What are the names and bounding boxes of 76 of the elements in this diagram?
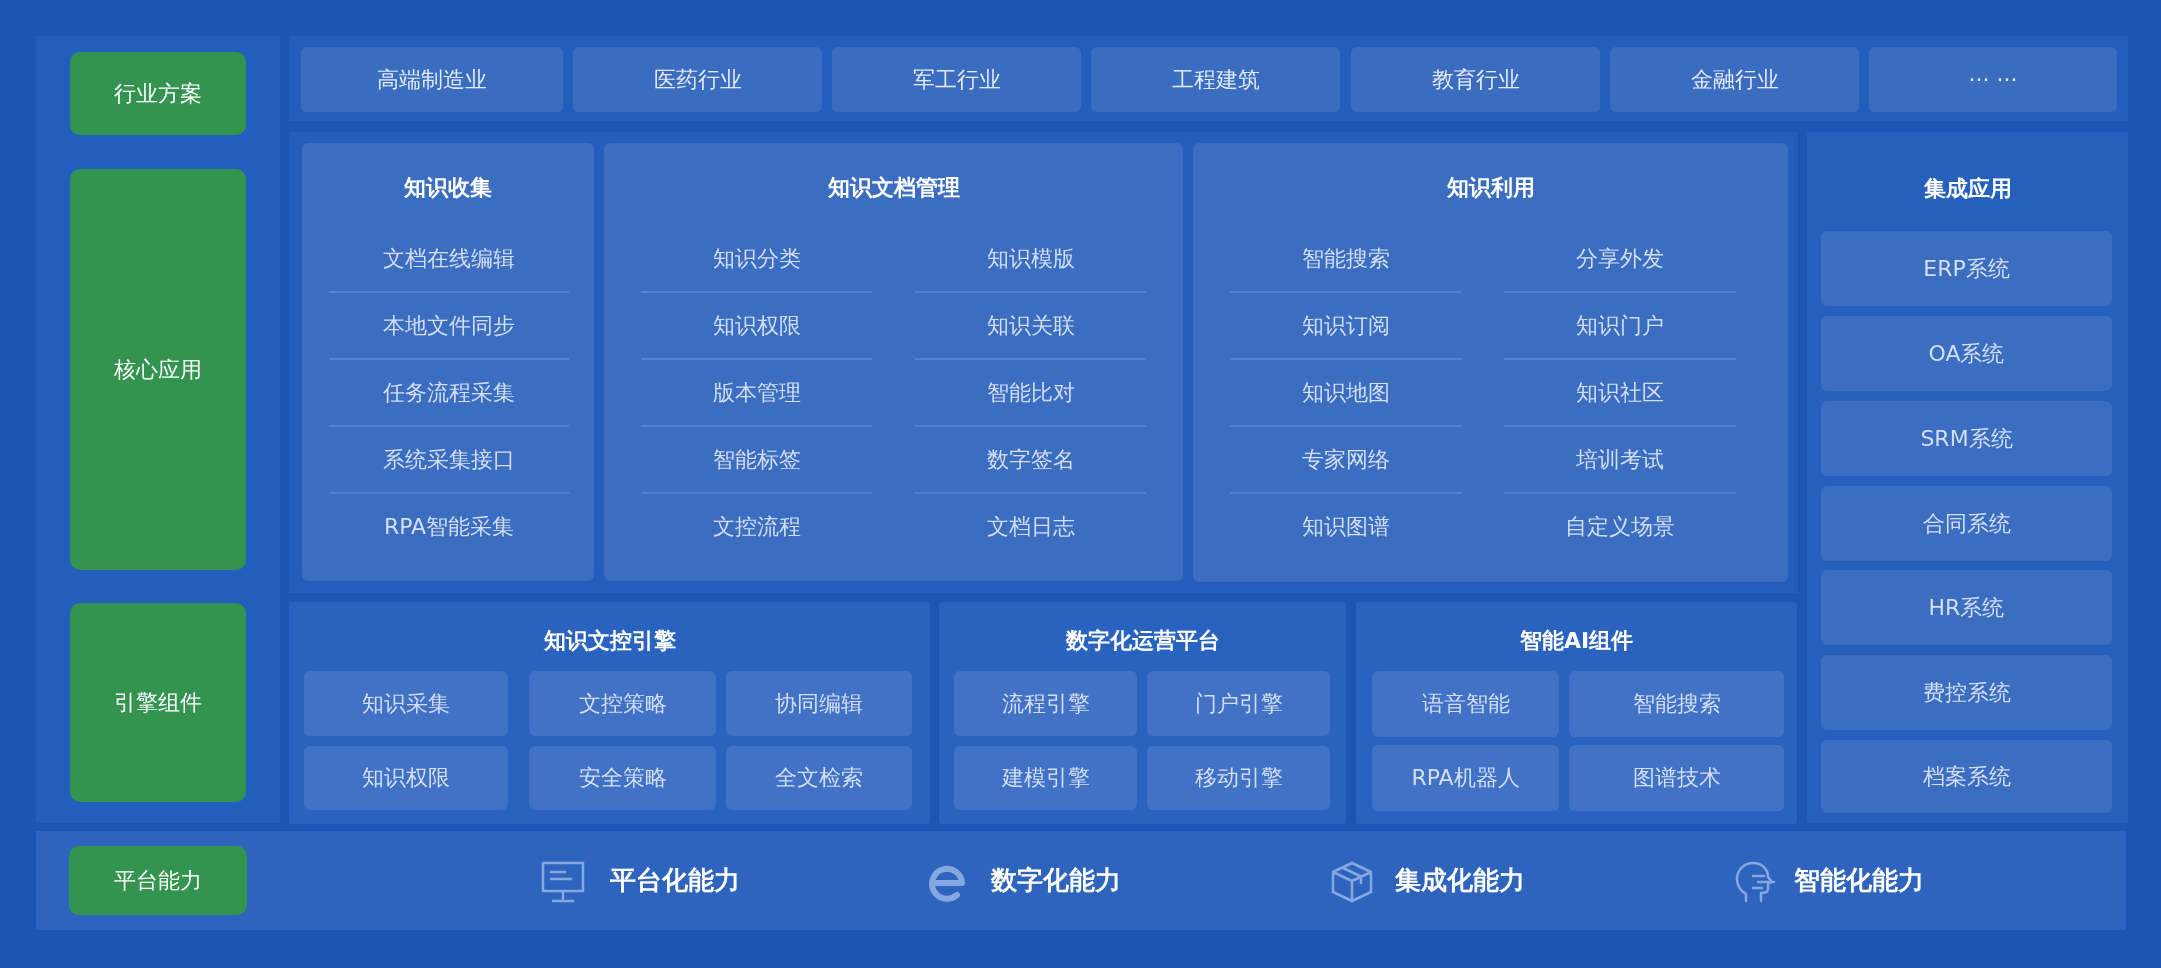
feature-item: 知识社区 [1576,379,1664,407]
feature-tile: 知识权限 [304,746,508,810]
module-panel [604,143,1183,581]
panel-title: 知识利用 [1446,174,1535,202]
layer-label: 平台能力 [69,846,247,915]
feature-item: 任务流程采集 [383,379,515,407]
feature-tile: 图谱技术 [1569,745,1784,811]
feature-item: 知识模版 [986,245,1075,273]
industry-tile: 高端制造业 [301,47,563,112]
industry-tile: 金融行业 [1610,47,1859,112]
feature-tile: 建模引擎 [954,746,1137,810]
feature-tile: 移动引擎 [1147,746,1330,810]
feature-tile: 门户引擎 [1147,671,1330,736]
industry-tile: 工程建筑 [1091,47,1340,112]
system-tile: ERP系统 [1821,231,2112,306]
system-tile: 档案系统 [1821,740,2112,813]
feature-item: 知识订阅 [1302,312,1390,340]
panel-title: 知识文档管理 [827,174,960,202]
feature-tile: 协同编辑 [726,671,912,736]
group-panel [1807,132,2128,823]
feature-item: RPA智能采集 [383,513,515,541]
feature-item: 文控流程 [712,513,801,541]
capability-label: 数字化能力 [991,865,1121,897]
panel-title: 智能AI组件 [1519,627,1634,655]
capability-band [36,831,2126,930]
feature-item: 知识权限 [712,312,801,340]
feature-item: 版本管理 [712,379,801,407]
panel-title: 集成应用 [1923,175,2012,203]
system-tile: SRM系统 [1821,401,2112,476]
feature-tile: 知识采集 [304,671,508,736]
industry-tile: 教育行业 [1351,47,1600,112]
group-panel [939,602,1346,824]
panel-title: 数字化运营平台 [1065,627,1220,655]
group-panel [1356,602,1797,824]
feature-item: 知识图谱 [1302,513,1390,541]
feature-item: 数字签名 [986,446,1075,474]
industry-tile: 医药行业 [573,47,822,112]
feature-tile: 全文检索 [726,746,912,810]
feature-item: 智能标签 [712,446,801,474]
feature-item: 专家网络 [1302,446,1390,474]
capability-label: 集成化能力 [1395,865,1525,897]
panel-title: 知识收集 [404,174,492,202]
feature-item: 文档在线编辑 [383,245,515,273]
module-panel [1193,143,1788,582]
feature-item: 自定义场景 [1565,513,1675,541]
layer-label: 行业方案 [70,52,246,135]
feature-item: 知识分类 [712,245,801,273]
feature-item: 本地文件同步 [383,312,515,340]
feature-item: 知识关联 [986,312,1075,340]
feature-tile: 文控策略 [529,671,716,736]
feature-item: 智能比对 [986,379,1075,407]
feature-tile: 语音智能 [1372,671,1559,737]
group-panel [289,602,930,824]
panel-title: 知识文控引擎 [543,627,676,655]
feature-item: 培训考试 [1576,446,1664,474]
module-panel [302,143,594,581]
feature-item: 系统采集接口 [383,446,515,474]
feature-tile: 流程引擎 [954,671,1137,736]
system-tile: 合同系统 [1821,486,2112,561]
feature-item: 知识门户 [1576,312,1664,340]
capability-label: 智能化能力 [1794,865,1924,897]
system-tile: 费控系统 [1821,655,2112,730]
feature-tile: 智能搜索 [1569,671,1784,737]
layer-label: 核心应用 [70,169,246,570]
feature-item: 分享外发 [1576,245,1664,273]
industry-tile: ··· ··· [1869,47,2117,112]
industry-tile: 军工行业 [832,47,1081,112]
system-tile: HR系统 [1821,570,2112,645]
feature-item: 文档日志 [986,513,1075,541]
feature-tile: 安全策略 [529,746,716,810]
capability-label: 平台化能力 [610,865,740,897]
feature-item: 智能搜索 [1302,245,1390,273]
feature-tile: RPA机器人 [1372,745,1559,811]
system-tile: OA系统 [1821,316,2112,391]
layer-label: 引擎组件 [70,603,246,802]
feature-item: 知识地图 [1302,379,1390,407]
